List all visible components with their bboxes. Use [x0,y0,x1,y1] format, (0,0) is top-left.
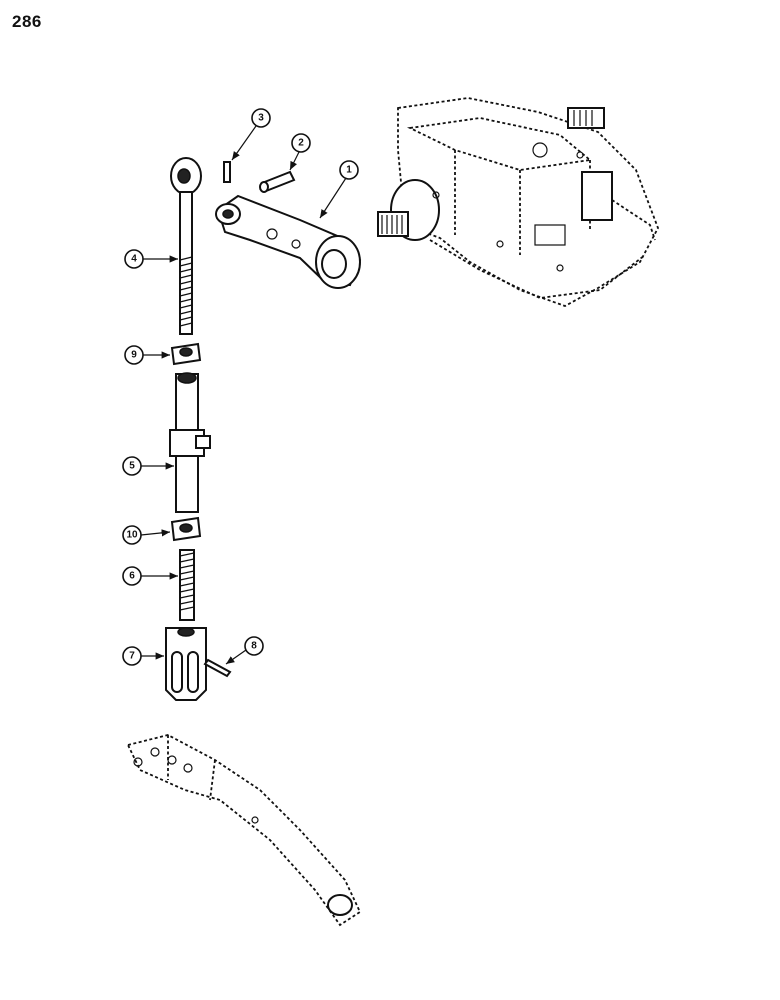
callout-8: 8 [225,636,264,665]
callout-2: 2 [289,133,311,171]
callout-8-label: 8 [251,641,257,652]
clevis-pin-drawing [203,658,232,678]
callout-4-label: 4 [131,254,137,265]
callout-9-label: 9 [131,350,137,361]
roll-pin-drawing [223,161,231,183]
callout-7: 7 [122,646,164,666]
callout-10: 10 [122,525,171,545]
callout-4: 4 [124,249,178,269]
callout-1: 1 [319,160,359,219]
callout-1-label: 1 [346,165,352,176]
callout-2-label: 2 [298,138,304,149]
callout-10-label: 10 [126,530,138,541]
page-number: 286 [12,12,42,31]
callout-3-label: 3 [258,113,264,124]
rod-end-drawing [170,157,202,335]
callout-5: 5 [122,456,174,476]
callout-6-label: 6 [129,571,135,582]
clevis-drawing [165,627,207,701]
nut-lower-drawing [170,516,202,542]
threaded-stud-drawing [179,549,195,621]
callout-7-label: 7 [129,651,135,662]
callout-9: 9 [124,345,170,365]
callout-3: 3 [231,108,271,161]
pin-drawing [259,170,296,193]
callout-6: 6 [122,566,178,586]
lift-housing-drawing [377,97,659,307]
nut-upper-drawing [170,342,202,366]
lift-arm-drawing [215,194,362,289]
callout-5-label: 5 [129,461,135,472]
lower-link-drawing [126,734,362,927]
adjusting-sleeve-drawing [169,372,211,513]
